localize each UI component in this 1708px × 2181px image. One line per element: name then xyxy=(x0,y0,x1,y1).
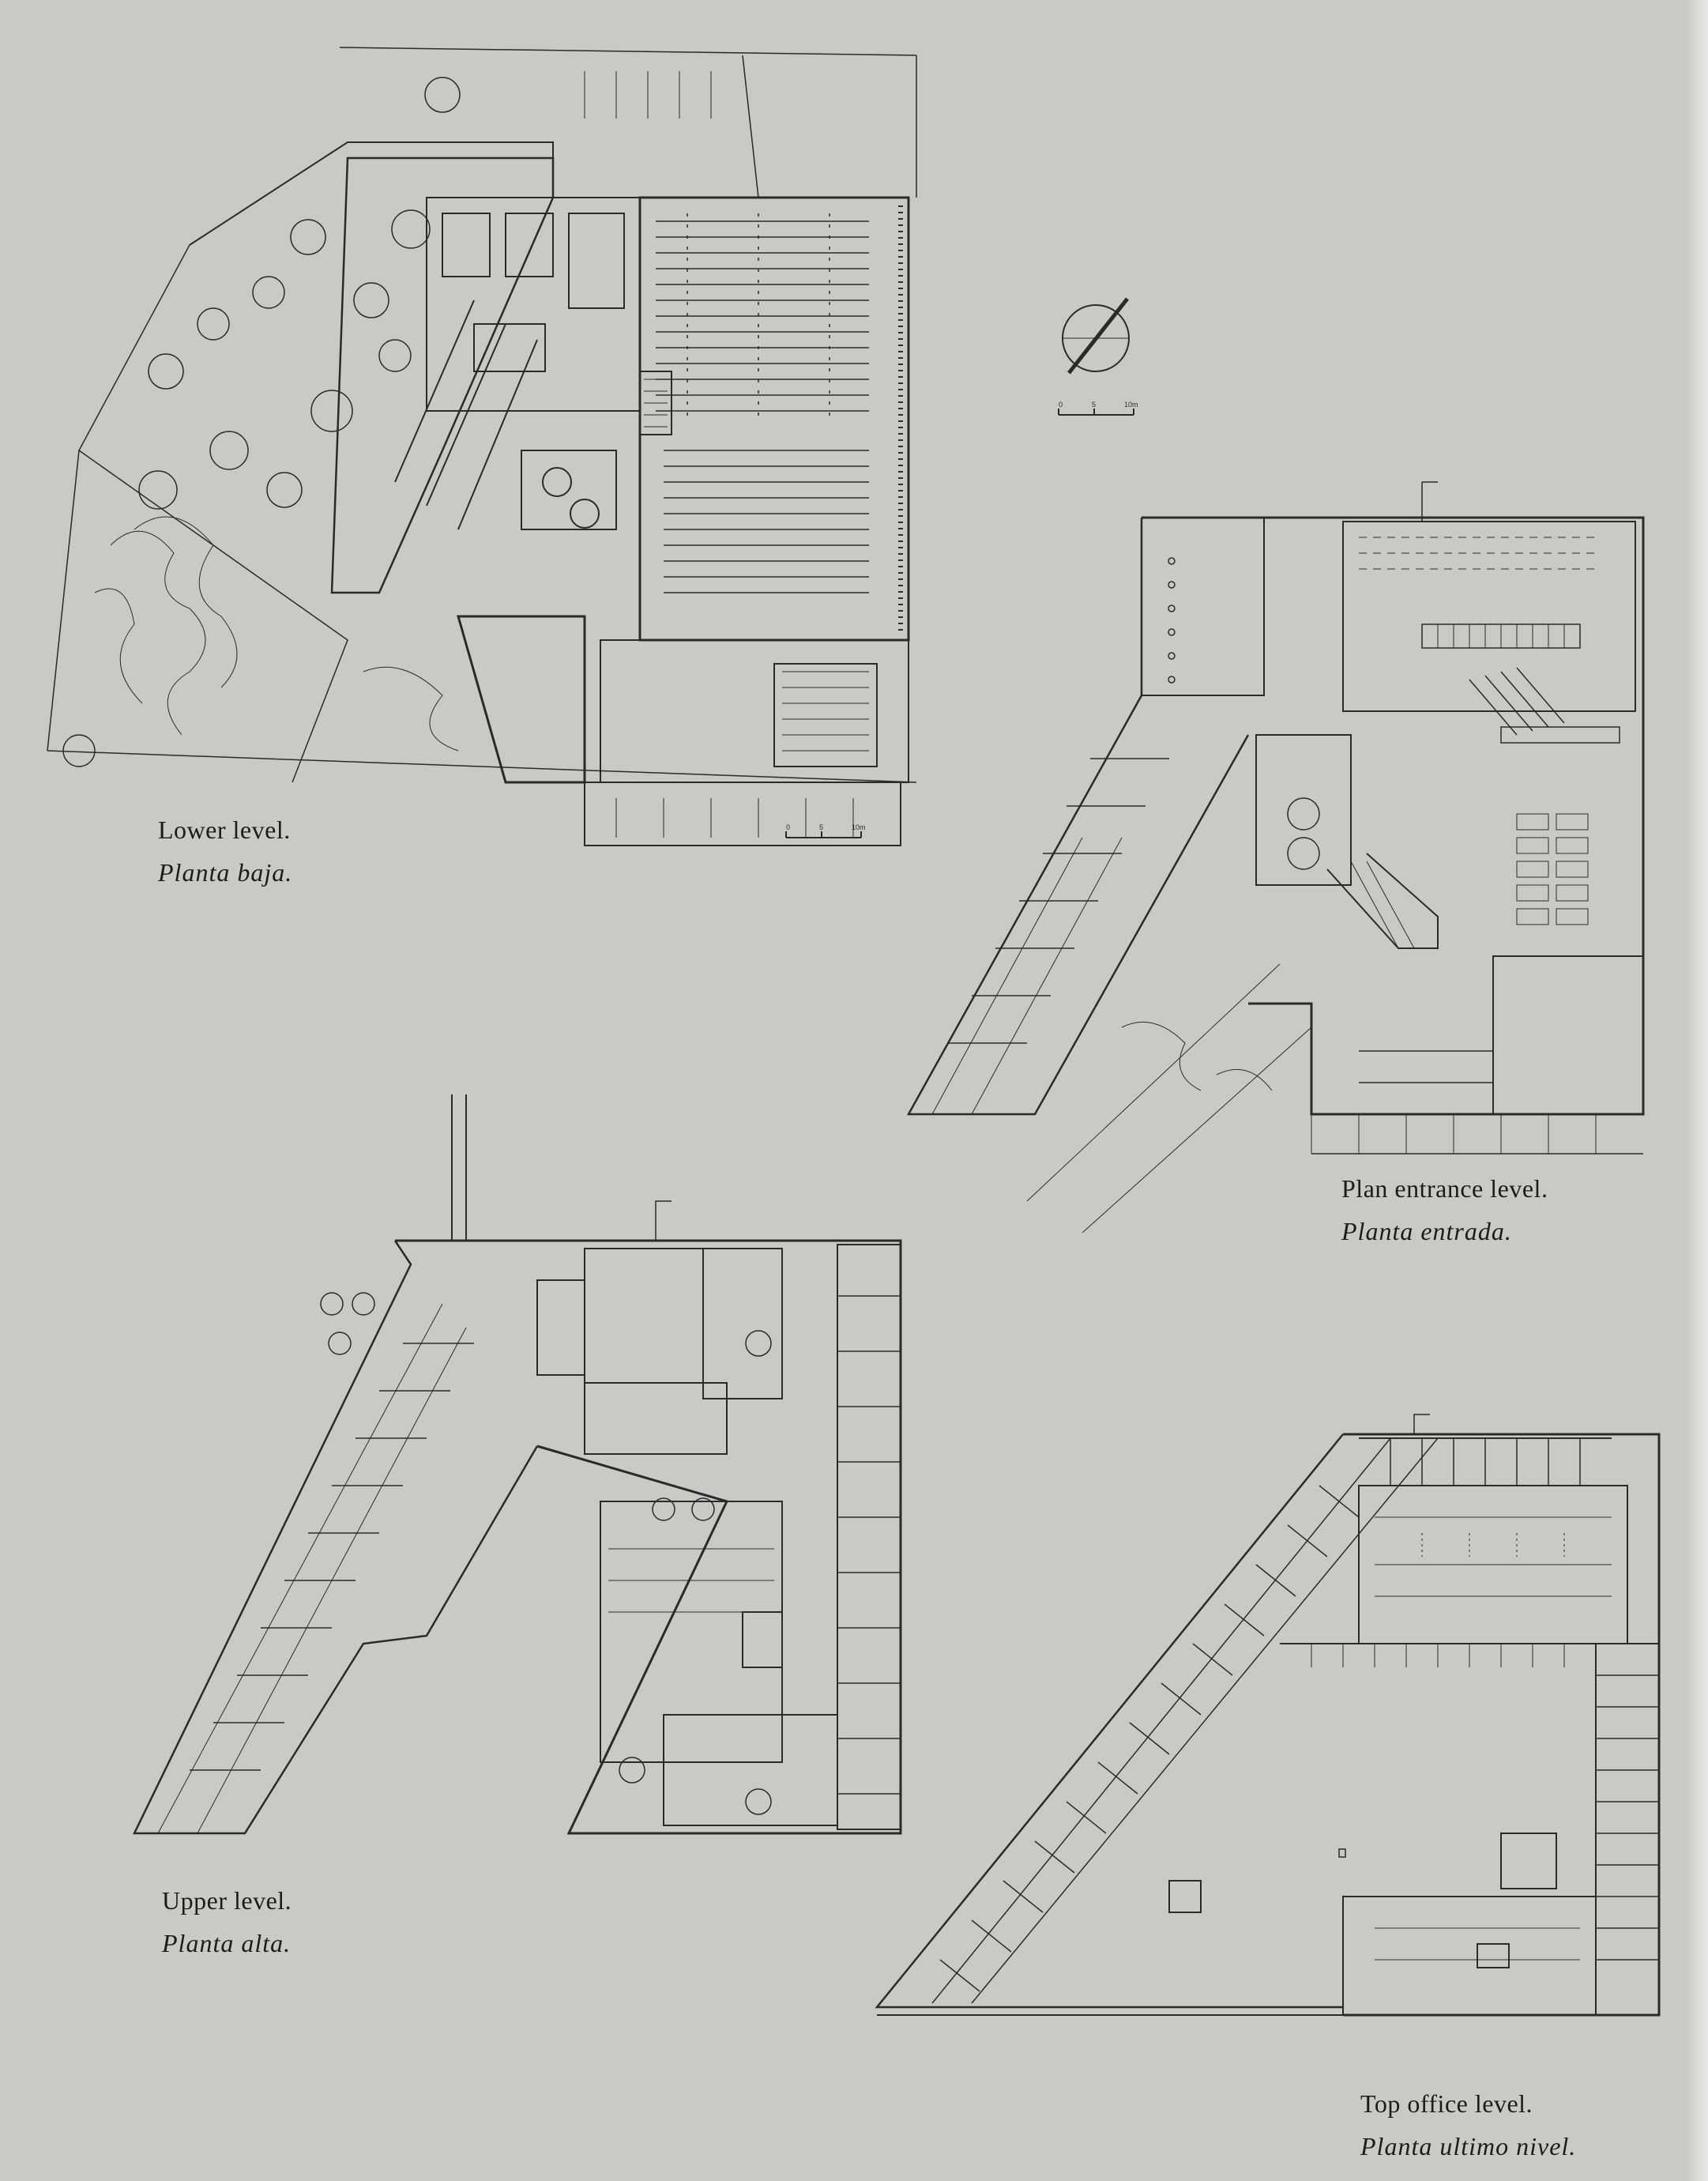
scale-tick-5: 5 xyxy=(1092,401,1096,409)
top-office-level-title: Top office level. xyxy=(1360,2089,1533,2118)
lower-level-title-es: Planta baja. xyxy=(158,858,293,887)
upper-level-title-es: Planta alta. xyxy=(162,1929,292,1957)
scale-tick-5: 5 xyxy=(819,823,823,831)
scale-tick-0: 0 xyxy=(1059,401,1063,409)
lower-level-caption: Lower level. Planta baja. xyxy=(158,814,292,888)
entrance-level-caption: Plan entrance level. Planta entrada. xyxy=(1341,1173,1548,1247)
top-office-level-title-es: Planta ultimo nivel. xyxy=(1360,2132,1577,2160)
north-arrow-icon xyxy=(1062,297,1130,375)
scale-tick-10: 10m xyxy=(1124,401,1138,409)
lower-level-plan xyxy=(47,47,917,846)
entrance-level-title: Plan entrance level. xyxy=(1341,1174,1548,1203)
scale-bar-top: 0 5 10m xyxy=(1058,401,1138,416)
scale-tick-10: 10m xyxy=(852,823,866,831)
entrance-level-title-es: Planta entrada. xyxy=(1341,1217,1512,1245)
top-office-level-caption: Top office level. Planta ultimo nivel. xyxy=(1360,2088,1576,2162)
entrance-level-plan xyxy=(906,481,1645,1233)
lower-level-title: Lower level. xyxy=(158,816,291,844)
page-edge xyxy=(1686,0,1708,2181)
upper-level-title: Upper level. xyxy=(162,1886,292,1915)
scale-bar-lower: 0 5 10m xyxy=(785,823,866,838)
top-office-level-plan xyxy=(875,1414,1661,2017)
upper-level-caption: Upper level. Planta alta. xyxy=(162,1885,292,1959)
upper-level-plan xyxy=(133,1094,902,1835)
scale-tick-0: 0 xyxy=(786,823,790,831)
